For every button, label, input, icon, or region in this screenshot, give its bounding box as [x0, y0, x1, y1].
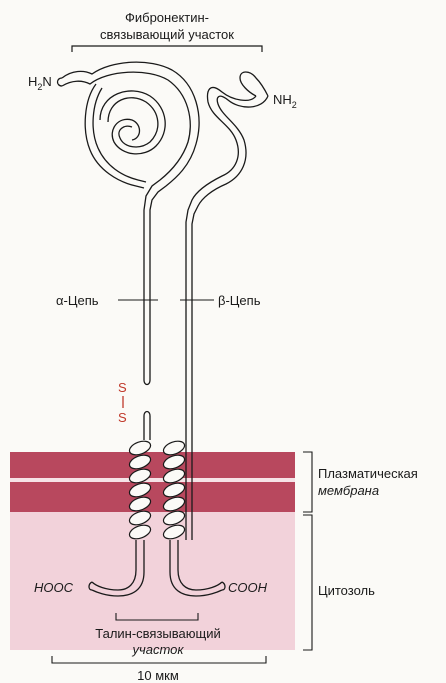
disulfide-s2: S [118, 410, 127, 425]
alpha-n-terminus: H2N [28, 74, 52, 92]
alpha-stalk-lower [144, 412, 150, 441]
membrane-gap-line [10, 478, 295, 482]
disulfide-s1: S [118, 380, 127, 395]
talin-label-line1: Талин-связывающий [95, 626, 221, 641]
fibronectin-bracket [72, 46, 262, 52]
beta-c-terminus: COOH [228, 580, 268, 595]
talin-label-line2: участок [131, 642, 184, 657]
fibronectin-label-line2: связывающий участок [100, 27, 234, 42]
cytosol-label: Цитозоль [318, 583, 375, 598]
beta-n-terminus: NH2 [273, 92, 297, 110]
membrane-label-line2: мембрана [318, 483, 379, 498]
membrane-brace [303, 452, 312, 512]
beta-chain-label: β-Цепь [218, 293, 261, 308]
alpha-chain-tube [58, 62, 200, 384]
fibronectin-label-line1: Фибронектин- [125, 10, 209, 25]
membrane-label-line1: Плазматическая [318, 466, 418, 481]
alpha-c-terminus: HOOC [34, 580, 74, 595]
scale-bar-label: 10 мкм [137, 668, 179, 683]
scale-bar [52, 656, 266, 663]
alpha-chain-label: α-Цепь [56, 293, 99, 308]
cytosol-brace [303, 515, 312, 650]
